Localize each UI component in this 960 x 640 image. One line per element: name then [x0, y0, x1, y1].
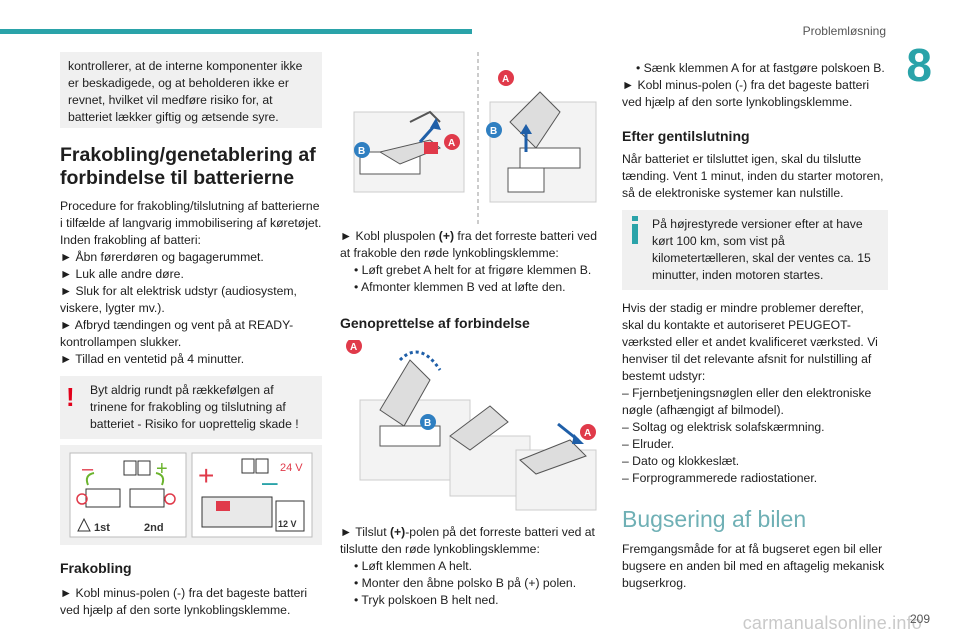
workshop-text: Hvis der stadig er mindre problemer dere… — [622, 301, 878, 383]
step-1: ► Åbn førerdøren og bagagerummet. — [60, 250, 264, 264]
header-accent-bar — [0, 29, 472, 34]
reconnect-bullet-3: • Tryk polskoen B helt ned. — [354, 593, 499, 607]
disconnect-minus-step: ► Kobl minus-polen (-) fra det bageste b… — [622, 78, 870, 109]
procedure-text: Procedure for frakobling/tilslutning af … — [60, 199, 322, 247]
battery-order-illustration: – + 1st 2nd + – 24 V 12 V — [69, 452, 313, 538]
column-2: A B A B ► Kobl pluspolen (+) fra det for… — [340, 52, 606, 609]
svg-text:A: A — [350, 342, 357, 353]
column-3: • Sænk klemmen A for at fastgøre polskoe… — [622, 60, 888, 592]
step-4: ► Afbryd tændingen og vent på at READY-k… — [60, 318, 294, 349]
column-1: kontrollerer, at de interne komponenter … — [60, 52, 322, 619]
reset-item-4: – Dato og klokkeslæt. — [622, 454, 740, 468]
intro-box: kontrollerer, at de interne komponenter … — [60, 52, 322, 128]
battery-order-figure: – + 1st 2nd + – 24 V 12 V — [60, 445, 322, 545]
reset-item-2: – Soltag og elektrisk solafskærmning. — [622, 420, 825, 434]
plus-sign: + — [156, 458, 168, 480]
svg-text:B: B — [424, 418, 431, 429]
section-title: Problemløsning — [802, 24, 886, 38]
frakobling-heading: Frakobling — [60, 560, 132, 576]
step-3: ► Sluk for alt elektrisk udstyr (audiosy… — [60, 284, 297, 315]
volt-24-label: 24 V — [280, 462, 303, 474]
first-label: 1st — [94, 522, 110, 534]
reset-item-3: – Elruder. — [622, 437, 675, 451]
second-label: 2nd — [144, 522, 164, 534]
efter-heading: Efter gentilslutning — [622, 128, 750, 144]
reconnect-bullet-2: • Monter den åbne polsko B på (+) polen. — [354, 576, 577, 590]
disconnect-bullet-1: • Løft grebet A helt for at frigøre klem… — [354, 263, 592, 277]
volt-12-label: 12 V — [278, 519, 297, 529]
step-2: ► Luk alle andre døre. — [60, 267, 184, 281]
chapter-number: 8 — [906, 39, 932, 91]
disconnect-plus-text: ► Kobl pluspolen (+) fra det forreste ba… — [340, 229, 597, 260]
reset-item-1: – Fjernbetjeningsnøglen eller den elektr… — [622, 386, 872, 417]
reconnect-bullet-1: • Løft klemmen A helt. — [354, 559, 473, 573]
warning-text: Byt aldrig rundt på rækkefølgen af trine… — [90, 383, 299, 431]
page-number: 209 — [909, 612, 930, 626]
frakobling-text: ► Kobl minus-polen (-) fra det bageste b… — [60, 586, 308, 617]
towing-text: Fremgangsmåde for at få bugseret egen bi… — [622, 542, 885, 590]
svg-text:–: – — [262, 466, 278, 497]
info-icon — [632, 216, 638, 244]
lower-clamp-bullet: • Sænk klemmen A for at fastgøre polskoe… — [636, 61, 885, 75]
efter-text: Når batteriet er tilsluttet igen, skal d… — [622, 152, 884, 200]
section-heading: Frakobling/genetablering af forbindelse … — [60, 144, 316, 189]
step-5: ► Tillad en ventetid på 4 minutter. — [60, 352, 245, 366]
towing-heading: Bugsering af bilen — [622, 506, 807, 532]
svg-text:A: A — [502, 74, 509, 85]
watermark: carmanualsonline.info — [742, 613, 922, 633]
info-box: På højrestyrede versioner efter at have … — [622, 210, 888, 290]
reset-item-5: – Forprogrammerede radiostationer. — [622, 471, 818, 485]
info-text: På højrestyrede versioner efter at have … — [652, 217, 871, 282]
svg-text:+: + — [198, 460, 214, 491]
svg-text:B: B — [490, 126, 497, 137]
reconnect-plus-text: ► Tilslut (+)-polen på det forreste batt… — [340, 525, 595, 556]
svg-text:A: A — [584, 428, 591, 439]
svg-text:A: A — [448, 138, 455, 149]
warning-box: ! Byt aldrig rundt på rækkefølgen af tri… — [60, 376, 322, 439]
warning-exclamation-icon: ! — [66, 382, 75, 412]
disconnect-bullet-2: • Afmonter klemmen B ved at løfte den. — [354, 280, 566, 294]
reconnect-clamp-illustration: A B A — [346, 340, 597, 511]
genoprettelse-heading: Genoprettelse af forbindelse — [340, 315, 530, 331]
svg-text:B: B — [358, 146, 365, 157]
intro-text: kontrollerer, at de interne komponenter … — [68, 59, 303, 124]
disconnect-clamp-illustration: A B A B — [353, 52, 597, 224]
